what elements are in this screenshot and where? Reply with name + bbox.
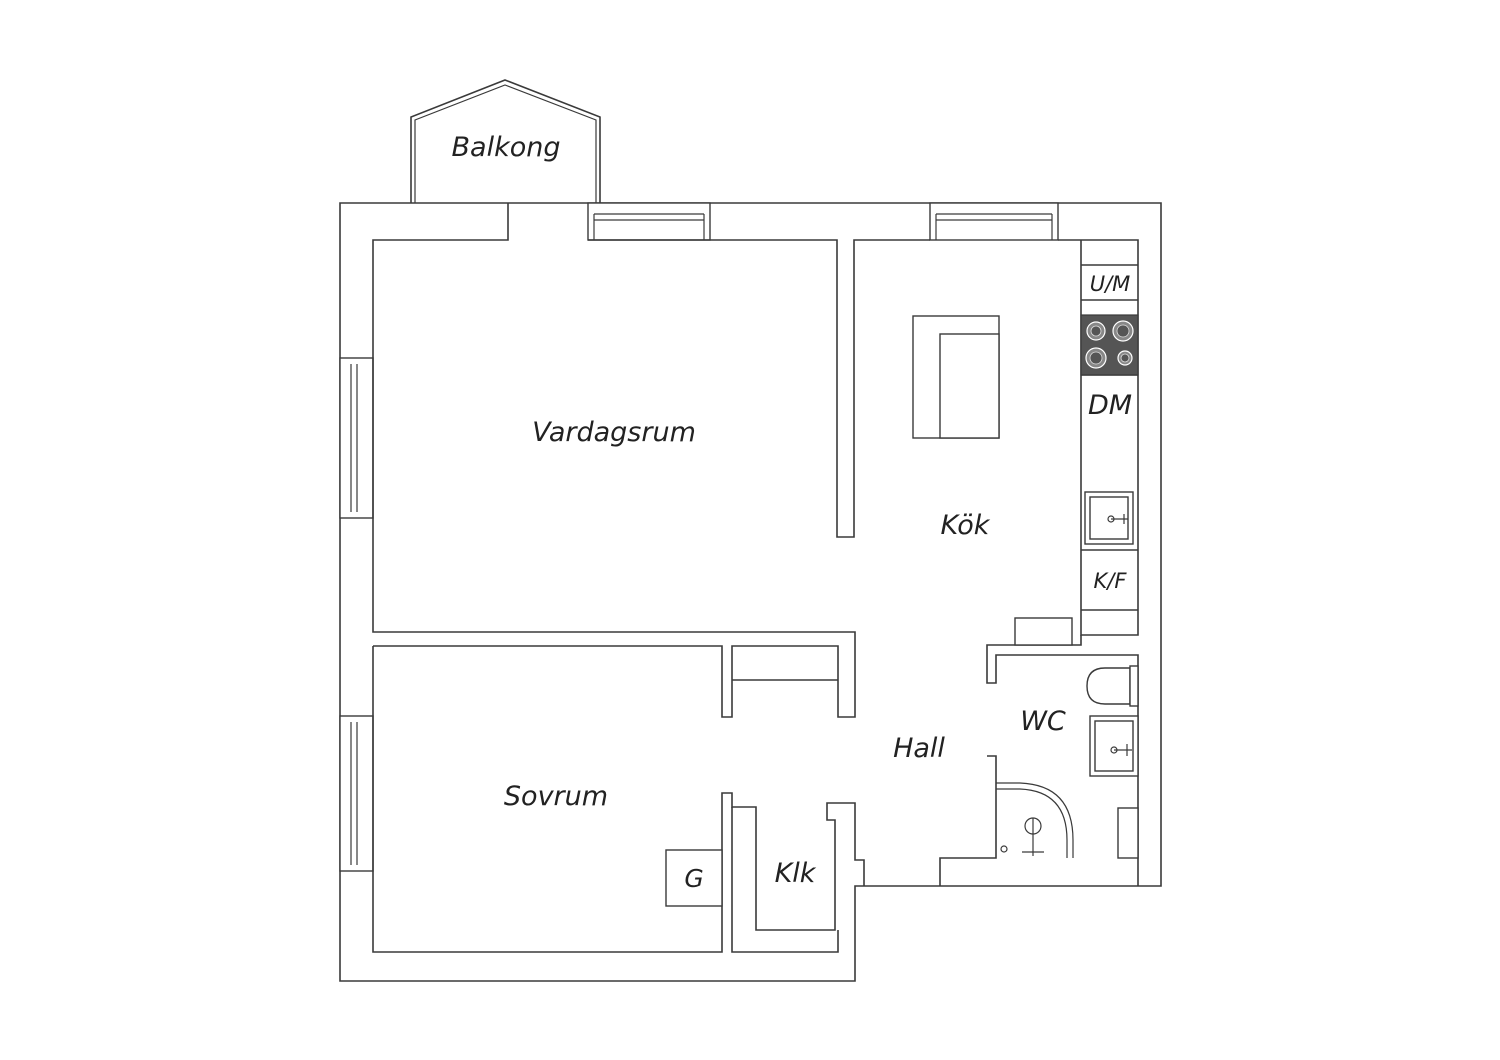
- label-balcony: Balkong: [452, 132, 561, 163]
- label-wardrobe: G: [684, 864, 703, 893]
- label-living-room: Vardagsrum: [532, 417, 696, 448]
- label-microwave-oven: U/M: [1090, 272, 1131, 296]
- shower: [996, 782, 1074, 858]
- label-wc: WC: [1020, 706, 1066, 737]
- toilet: [1086, 665, 1139, 707]
- wc-walls: [939, 755, 997, 886]
- stove: [1080, 314, 1139, 376]
- living-room-walls: [372, 203, 930, 718]
- window-top-living: [587, 202, 711, 241]
- kitchen-sink: [1084, 491, 1134, 545]
- window-top-kitchen: [929, 202, 1059, 241]
- kitchen-small-counter: [1014, 617, 1073, 646]
- bedroom-walls: [372, 646, 865, 953]
- wardrobe: G: [665, 849, 723, 907]
- label-fridge-freezer: K/F: [1094, 569, 1128, 593]
- window-left-bedroom: [339, 715, 374, 872]
- kitchen-island: [912, 315, 1000, 439]
- label-kitchen: Kök: [941, 510, 991, 541]
- wc-sink: [1089, 715, 1139, 777]
- label-dishwasher: DM: [1088, 390, 1132, 421]
- windows: [339, 202, 1059, 872]
- balcony: [410, 79, 601, 203]
- wc-cabinet: [1117, 807, 1139, 859]
- window-left-living: [339, 357, 374, 519]
- label-hall: Hall: [893, 733, 945, 764]
- label-closet: Klk: [775, 858, 817, 889]
- outer-walls: [339, 202, 1162, 982]
- label-bedroom: Sovrum: [504, 781, 608, 812]
